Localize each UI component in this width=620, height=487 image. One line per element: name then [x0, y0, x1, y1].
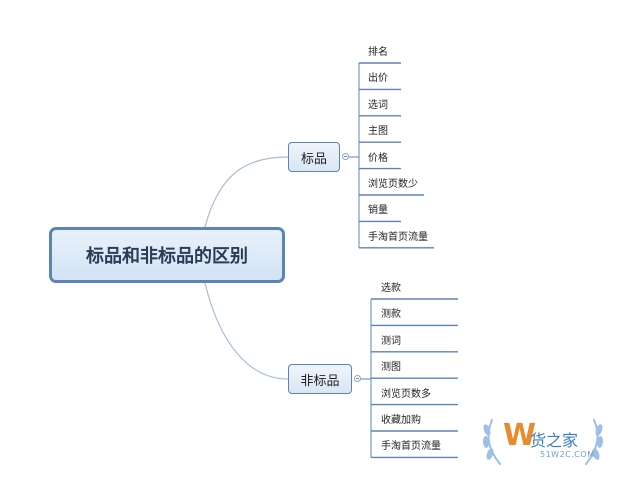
leaf-topic[interactable]: 手淘首页流量	[368, 231, 428, 243]
leaf-topic[interactable]: 价格	[368, 152, 388, 164]
leaf-topic[interactable]: 主图	[368, 126, 388, 138]
leaf-topic[interactable]: 销量	[368, 205, 388, 217]
root-topic[interactable]: 标品和非标品的区别	[49, 227, 285, 283]
leaf-topic[interactable]: 出价	[368, 73, 388, 85]
leaf-topic[interactable]: 选词	[368, 99, 388, 111]
watermark-url: 51W2C.COM	[540, 450, 595, 459]
leaf-topic[interactable]: 收藏加购	[381, 415, 421, 426]
root-branch-connector	[204, 282, 289, 380]
leaf-topic[interactable]: 浏览页数多	[381, 388, 431, 400]
root-branch-connector	[204, 156, 289, 228]
leaf-topic[interactable]: 选款	[381, 283, 401, 294]
watermark-laurel-icon	[482, 419, 604, 465]
branch-topic-standard[interactable]: 标品	[288, 142, 340, 172]
watermark-logo-letter: W	[503, 418, 537, 453]
collapse-toggle-icon[interactable]	[342, 153, 349, 160]
branch-topic-nonstandard[interactable]: 非标品	[288, 364, 352, 394]
leaf-topic[interactable]: 手淘首页流量	[381, 441, 441, 453]
leaf-topic[interactable]: 测图	[381, 362, 401, 374]
leaf-topic[interactable]: 排名	[368, 47, 388, 58]
leaf-topic[interactable]: 浏览页数少	[368, 179, 418, 190]
collapse-toggle-icon[interactable]	[354, 375, 361, 382]
leaf-topic[interactable]: 测款	[381, 309, 401, 321]
leaf-topic[interactable]: 测词	[381, 335, 401, 347]
watermark-brand: 货之家	[530, 431, 579, 450]
